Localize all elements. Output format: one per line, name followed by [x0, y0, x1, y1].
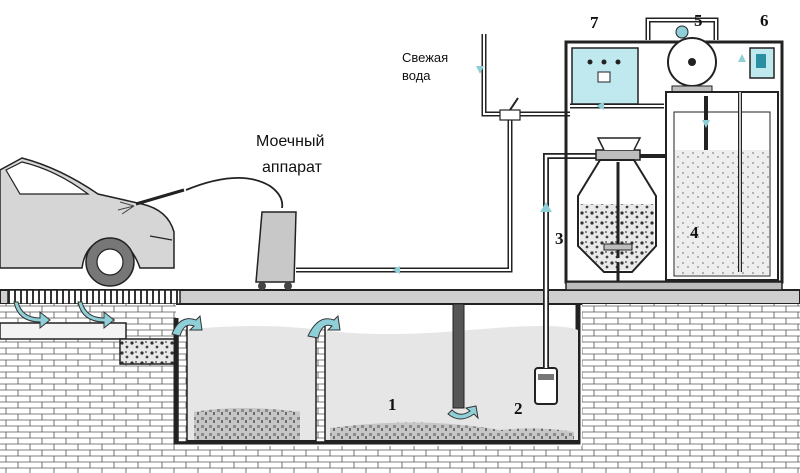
- pump-pipe-core: [647, 19, 717, 40]
- panel-led-2: [601, 59, 607, 65]
- supply-line-core: [296, 116, 511, 271]
- filter-valve: [595, 149, 641, 161]
- flow-arrow-5: [77, 301, 115, 330]
- washer-label-line-2: аппарат: [262, 159, 323, 176]
- washer-body: [255, 211, 297, 283]
- number-7: 7: [590, 13, 599, 32]
- settling-tank: [0, 153, 620, 445]
- fresh-water-pipe-core: [483, 34, 570, 115]
- washer-wheel-2: [284, 282, 292, 290]
- tank-arrow-up: [738, 54, 746, 62]
- number-2: 2: [514, 399, 523, 418]
- pump-valve: [675, 25, 689, 39]
- pump-band: [538, 374, 554, 380]
- car-window: [5, 161, 90, 195]
- partition-2: [315, 325, 326, 443]
- partition-1: [177, 325, 188, 443]
- unit-base: [565, 281, 783, 291]
- number-4: 4: [690, 223, 699, 242]
- car: [0, 157, 175, 287]
- fresh-water-label-line-2: вода: [402, 68, 431, 83]
- treatment-unit: [540, 17, 784, 291]
- sediment-1: [194, 408, 300, 440]
- washer-hose: [185, 177, 284, 209]
- spray-lance: [135, 188, 185, 206]
- partition-3: [452, 303, 465, 409]
- sediment-2: [330, 422, 574, 440]
- panel-led-3: [615, 59, 621, 65]
- number-1: 1: [388, 395, 397, 414]
- flow-arrow-2: [307, 314, 341, 339]
- flow-arrows: [13, 301, 479, 420]
- supply-line: [296, 116, 513, 273]
- number-6: 6: [760, 11, 769, 30]
- brick-bottom: [176, 446, 582, 473]
- supply-arrow: [392, 266, 400, 274]
- floor-slab: [0, 289, 800, 305]
- drain-grate: [7, 289, 181, 305]
- dosing-unit: [749, 47, 775, 79]
- panel-switch: [597, 71, 611, 83]
- washer-label-line-1: Моечный: [256, 133, 324, 150]
- car-headlight: [149, 235, 173, 241]
- dosing-display: [756, 54, 766, 68]
- return-arrow: [596, 102, 604, 110]
- spray-jet: [117, 201, 135, 215]
- fresh-water-label-line-1: Свежая: [402, 50, 448, 65]
- storage-tank-inner: [673, 111, 771, 277]
- number-3: 3: [555, 229, 564, 248]
- inlet-channel: [0, 322, 127, 340]
- flow-arrow-4: [13, 301, 51, 330]
- flow-arrow-3: [447, 405, 479, 420]
- labels: Моечный аппарат Свежая вода 1 2 3 4 5 6 …: [256, 11, 769, 418]
- submersible-pump: [534, 367, 558, 405]
- fresh-water-arrow: [476, 66, 484, 74]
- tank-arrow-down: [702, 120, 710, 128]
- fresh-water-line: [476, 34, 570, 121]
- inlet-sump: [119, 338, 181, 365]
- number-5: 5: [694, 11, 703, 30]
- brick-right: [582, 304, 800, 473]
- valve-handle: [509, 97, 519, 111]
- fresh-water-pipe: [481, 34, 570, 117]
- riser-arrow: [540, 202, 552, 212]
- pressure-washer: [117, 116, 513, 290]
- pump-shaft: [688, 58, 696, 66]
- valve-body: [499, 109, 521, 121]
- panel-led-1: [587, 59, 593, 65]
- car-hub: [96, 248, 124, 276]
- filter-collector: [603, 243, 633, 251]
- flow-arrow-1: [171, 314, 203, 337]
- washer-wheel-1: [258, 282, 266, 290]
- filter-head: [596, 137, 642, 151]
- storage-water: [675, 150, 769, 275]
